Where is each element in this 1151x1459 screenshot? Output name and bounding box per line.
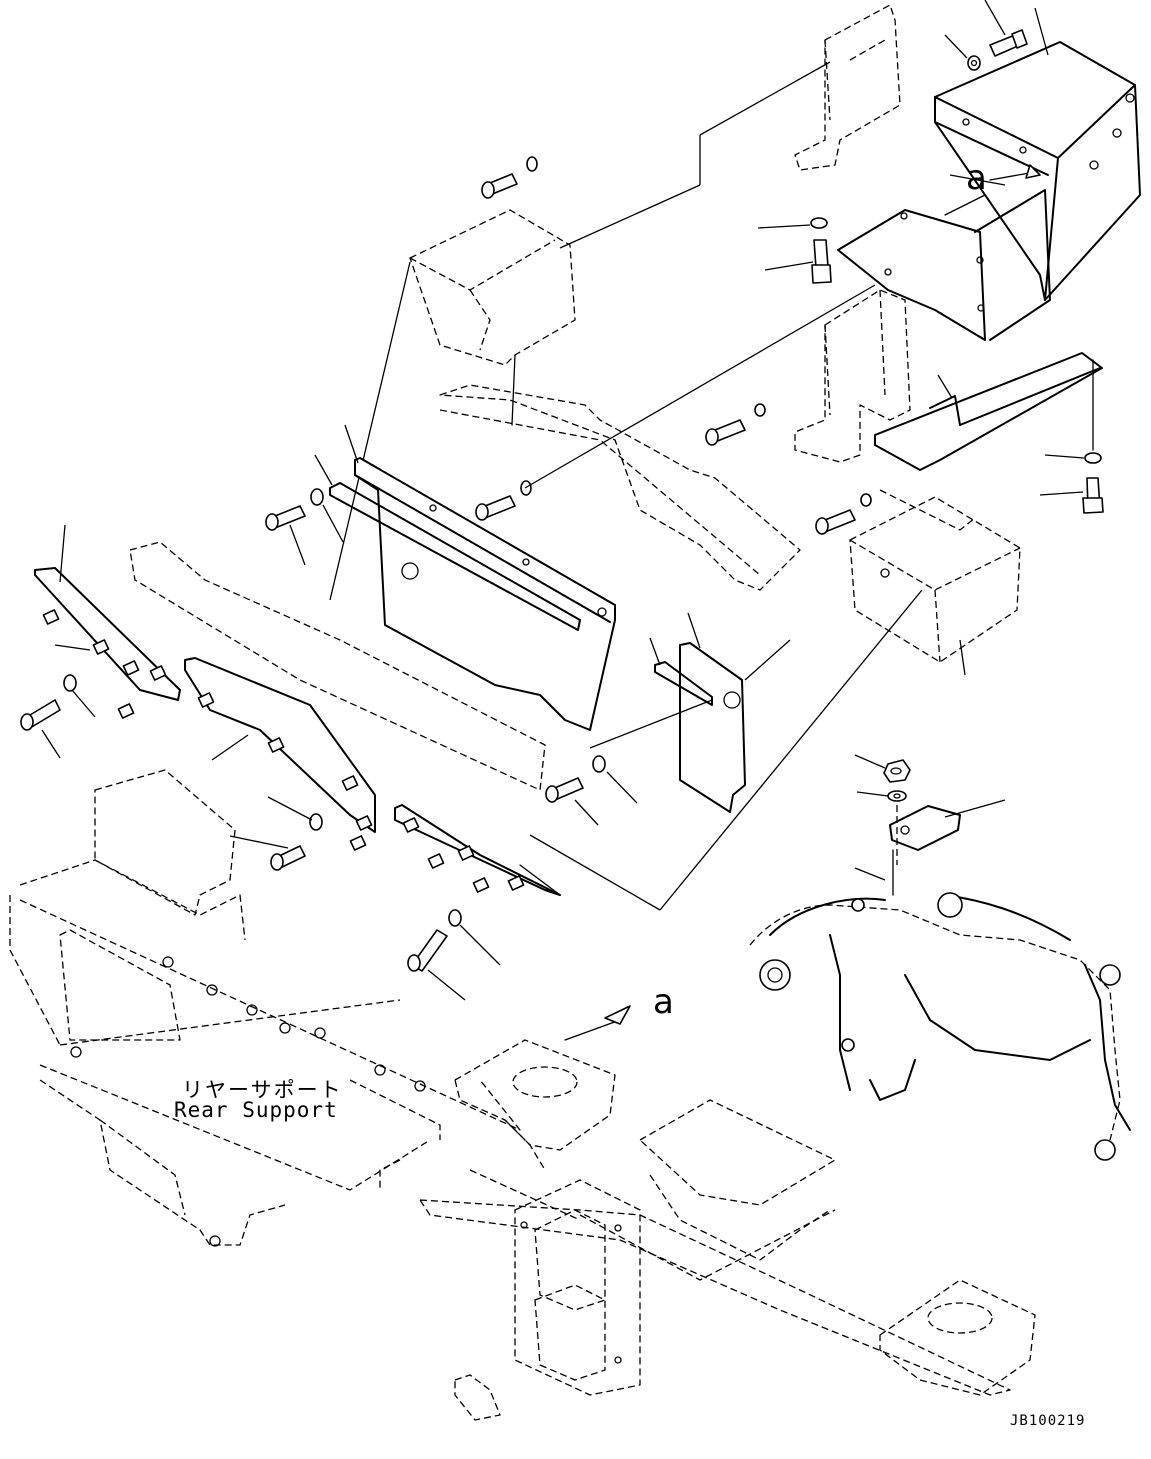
rear-support-label-jp: リヤーサポート	[182, 1078, 343, 1102]
bolt-mid-right-2	[815, 493, 872, 535]
washer	[887, 790, 907, 802]
upper-bolt	[481, 156, 538, 199]
bolt-left-2	[270, 813, 323, 871]
rear-support-label-en: Rear Support	[174, 1098, 338, 1122]
rear-support-frame	[9, 769, 521, 1247]
battery-bracket	[837, 189, 1051, 341]
left-plate-3	[394, 804, 561, 896]
top-bolt	[967, 29, 1028, 71]
view-reference-top: a	[966, 158, 987, 198]
left-plate-1	[34, 567, 181, 719]
lower-crossbeam	[419, 1099, 1011, 1396]
drawing-number: JB100219	[1010, 1413, 1086, 1429]
bolt-left-1	[20, 674, 77, 731]
mount-bolt-right	[810, 217, 832, 284]
bolt-left-3	[407, 909, 462, 972]
bolt-right-lower	[1082, 452, 1104, 514]
bolt-mid-right	[705, 403, 766, 446]
upper-center-box	[409, 209, 576, 426]
center-crossmember	[129, 384, 801, 791]
cover-plate-right	[874, 352, 1103, 471]
view-reference-bottom: a	[653, 982, 674, 1022]
small-side-plate	[654, 642, 746, 813]
rear-side-plate	[514, 1179, 641, 1396]
center-cover-plate	[329, 457, 616, 731]
bolt-small-plate	[545, 755, 606, 803]
rear-mount-right	[879, 1279, 1036, 1396]
upper-dashed-bracket	[794, 4, 901, 171]
bolt-left-cover	[265, 488, 324, 531]
clamp-plate	[889, 805, 961, 851]
left-plate-2	[184, 657, 376, 851]
lower-right-box	[849, 489, 1021, 663]
pipe-assembly	[749, 892, 1131, 1161]
nut	[883, 759, 911, 783]
rear-mount-center	[454, 1039, 616, 1171]
right-support-bracket	[794, 289, 911, 463]
bolt-center	[475, 480, 532, 521]
